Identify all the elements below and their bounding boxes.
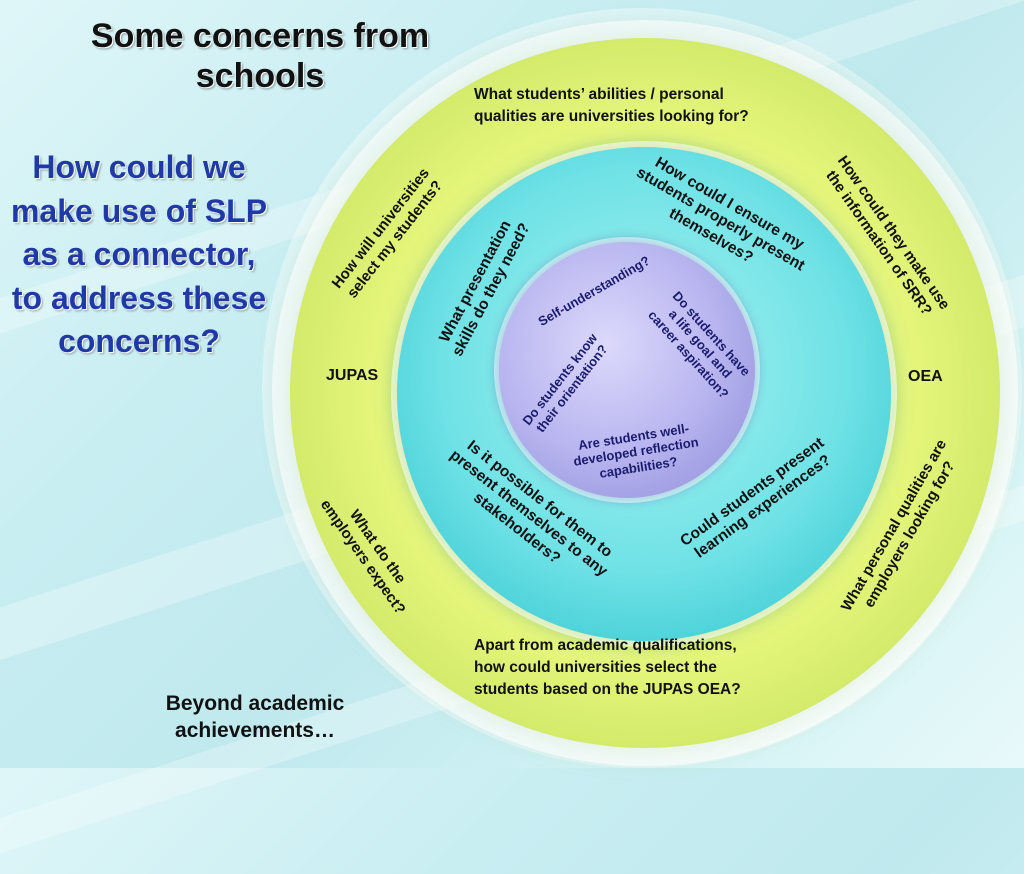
outer-bottom-text: Apart from academic qualifications, how … — [474, 635, 741, 701]
outer-top-line: What students’ abilities / personal — [474, 86, 724, 103]
slide-question: How could we make use of SLP as a connec… — [10, 149, 268, 359]
inner-circle — [499, 242, 755, 498]
slide-title: Some concerns from schools — [90, 17, 430, 95]
outer-bottom-line: students based on the JUPAS OEA? — [474, 681, 741, 698]
oea-label: OEA — [908, 368, 943, 385]
jupas-label: JUPAS — [326, 367, 379, 384]
outer-top-text: What students’ abilities / personal qual… — [474, 84, 749, 128]
outer-bottom-line: how could universities select the — [474, 659, 717, 676]
outer-top-line: qualities are universities looking for? — [474, 108, 749, 125]
footer-text: Beyond academic achievements… — [165, 692, 345, 742]
outer-bottom-line: Apart from academic qualifications, — [474, 637, 737, 654]
